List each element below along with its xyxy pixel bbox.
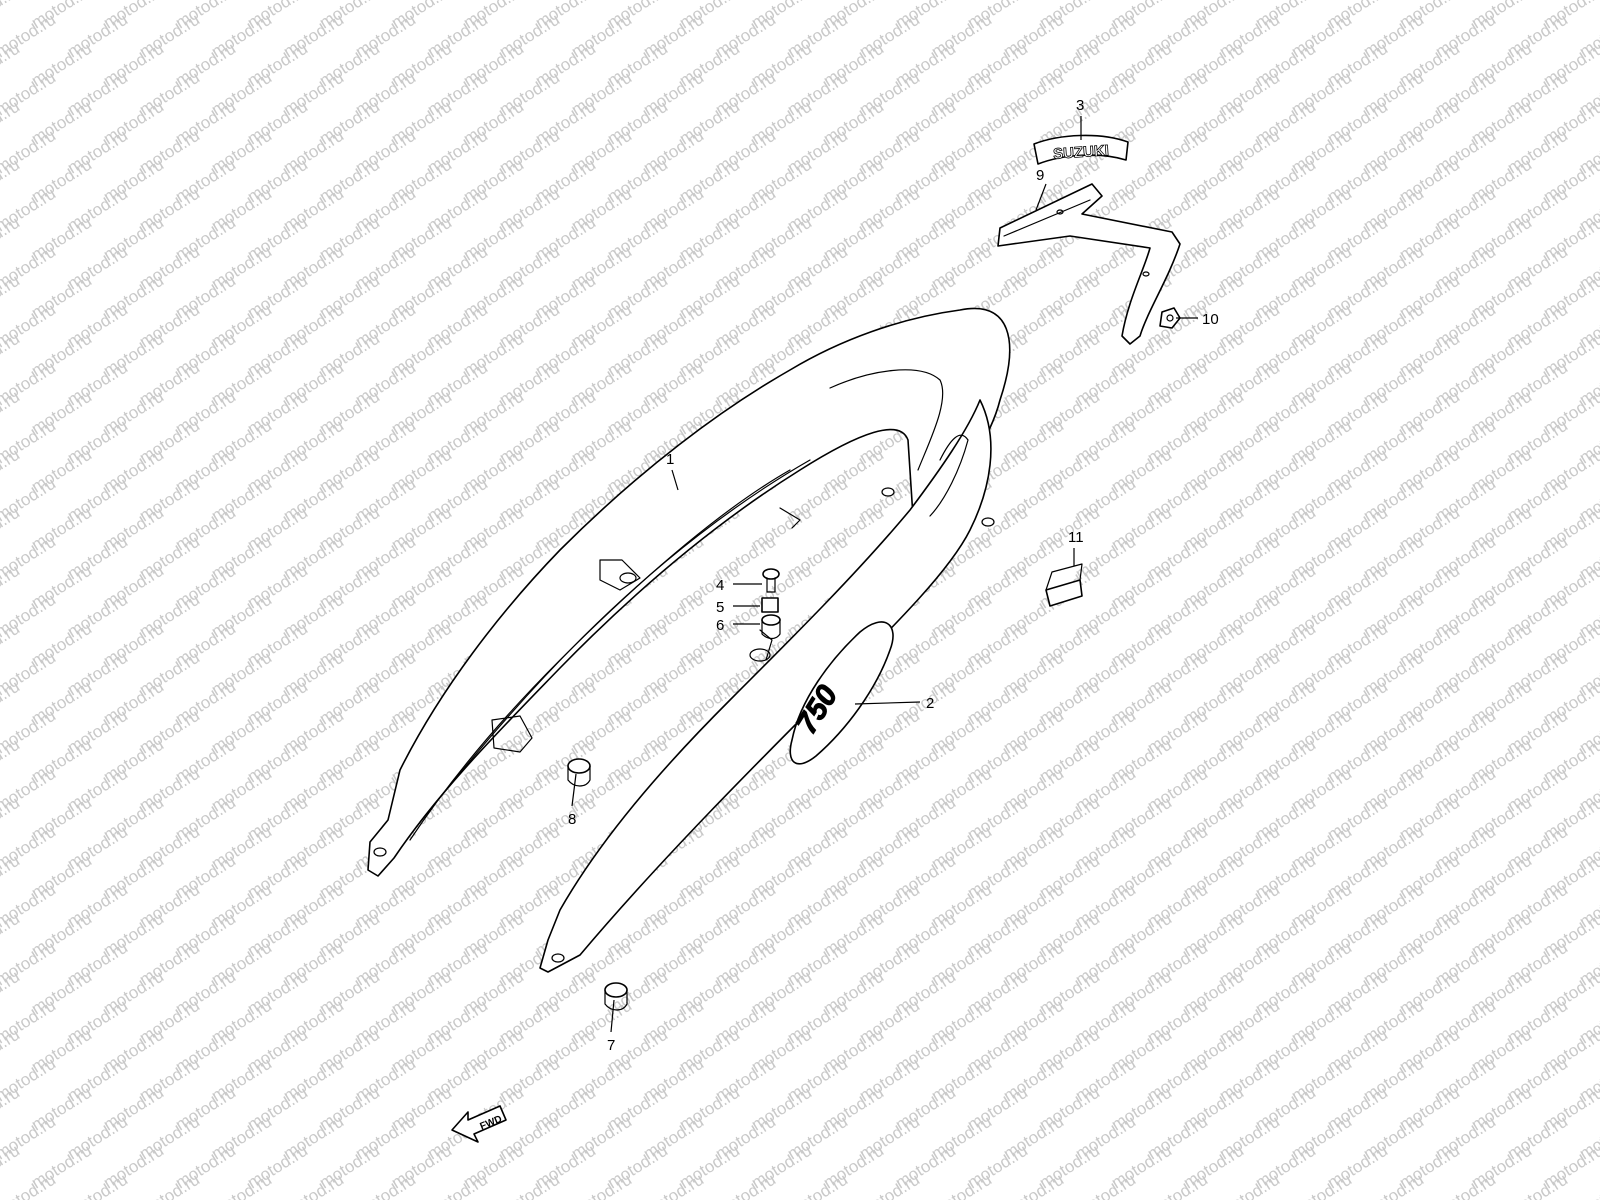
watermark-text: motod.ru <box>1576 0 1600 3</box>
callout-1: 1 <box>666 451 674 468</box>
watermark-text: motod.ru <box>352 1170 419 1200</box>
callout-7: 7 <box>607 1037 615 1054</box>
watermark-text: motod.ru <box>280 1170 347 1200</box>
watermark-text: motod.ru <box>1504 1170 1571 1200</box>
watermark-text: motod.ru <box>640 1170 707 1200</box>
watermark-text: motod.ru <box>568 1170 635 1200</box>
watermark-text: motod.ru <box>64 1170 131 1200</box>
callout-labels: 3 9 10 11 4 5 6 1 2 8 7 <box>568 97 1219 1054</box>
leader-lines <box>571 116 1198 1033</box>
bolt <box>762 568 780 593</box>
seat-tail-cover <box>367 307 1011 973</box>
callout-2: 2 <box>926 695 934 712</box>
cushion-8 <box>567 758 591 787</box>
watermark-text: motod.ru <box>1144 1170 1211 1200</box>
brand-emblem: SUZUKI <box>1033 134 1129 165</box>
forward-arrow-icon: FWD <box>451 1105 507 1143</box>
callout-4: 4 <box>716 577 724 594</box>
pad <box>1045 563 1083 607</box>
watermark-text: motod.ru <box>928 1170 995 1200</box>
watermark-text: motod.ru <box>208 1170 275 1200</box>
brand-emblem-text: SUZUKI <box>1053 142 1110 163</box>
callout-5: 5 <box>716 599 724 616</box>
callout-8: 8 <box>568 811 576 828</box>
callout-6: 6 <box>716 617 724 634</box>
watermark-text: motod.ru <box>1072 1170 1139 1200</box>
watermark-text: motod.ru <box>496 1170 563 1200</box>
watermark-text: motod.ru <box>1216 1170 1283 1200</box>
nut <box>1159 307 1181 329</box>
watermark-text: motod.ru <box>856 1170 923 1200</box>
cushion-7 <box>604 982 628 1011</box>
callout-3: 3 <box>1076 97 1084 114</box>
watermark-text: motod.ru <box>784 1170 851 1200</box>
watermark-text: motod.ru <box>1576 1170 1600 1200</box>
watermark-text: motod.ru <box>136 1170 203 1200</box>
tail-bracket <box>997 183 1181 345</box>
watermark-text: motod.ru <box>1360 1170 1427 1200</box>
watermark-text: motod.ru <box>424 1170 491 1200</box>
watermark-text: motod.ru <box>1288 1170 1355 1200</box>
watermark-text: motod.ru <box>712 1170 779 1200</box>
callout-10: 10 <box>1202 311 1219 328</box>
watermark-text: motod.ru <box>1000 1170 1067 1200</box>
callout-11: 11 <box>1068 529 1084 546</box>
cushion-6 <box>761 614 781 640</box>
callout-9: 9 <box>1036 167 1044 184</box>
watermark-text: motod.ru <box>1432 1170 1499 1200</box>
spacer <box>761 597 779 613</box>
